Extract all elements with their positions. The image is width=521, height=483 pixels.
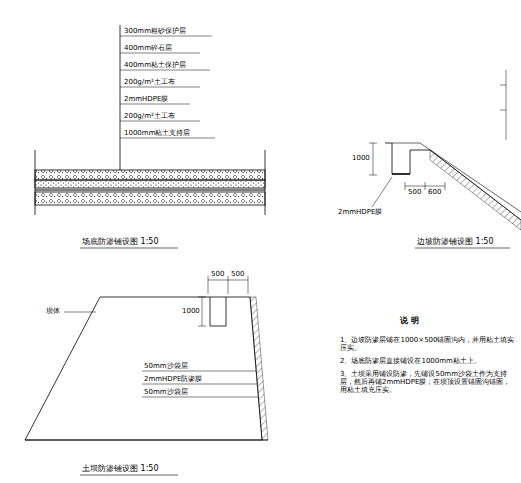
- layer-label: 200g/m²土工布: [124, 112, 175, 120]
- dimension: 1000: [352, 154, 370, 162]
- layer-label: 300mm粗砂保护层: [124, 27, 186, 35]
- notes-heading: 说 明: [400, 316, 419, 325]
- view-title: 边坡防渗铺设图 1:50: [417, 237, 494, 246]
- dimension: 500: [231, 270, 244, 278]
- layer-label: 50mm沙袋层: [144, 388, 188, 396]
- dimension: 1000: [182, 307, 200, 315]
- material-label: 2mmHDPE膜: [338, 208, 382, 216]
- layer-label: 2mmHDPE防渗膜: [144, 375, 202, 383]
- layer-label: 1000mm粘土支持层: [124, 129, 190, 137]
- layer-label: 400mm粘土保护层: [124, 61, 186, 69]
- layer-label: 400mm碎石层: [124, 44, 172, 52]
- layer-label: 2mmHDPE膜: [124, 95, 168, 103]
- dimension: 600: [428, 188, 441, 196]
- part-name: 坝体: [46, 307, 60, 315]
- note-text: 2、场底防渗层直接铺设在1000mm粘土上。: [340, 357, 515, 365]
- view-title: 土坝防渗铺设图 1:50: [82, 464, 159, 473]
- view-title: 场底防渗铺设图 1:50: [82, 237, 159, 246]
- note-text: 1、边坡防渗层铺在1000×500锚固沟内，并用粘土填实压实。: [340, 336, 515, 352]
- dimension: 500: [211, 270, 224, 278]
- dimension: 500: [408, 188, 421, 196]
- layer-label: 200g/m²土工布: [124, 78, 175, 86]
- note-text: 3、土坝采用铺设防渗，先铺设50mm沙袋土作为支持层，然后再铺2mmHDPE膜；…: [340, 370, 515, 394]
- layer-label: 50mm沙袋层: [144, 362, 188, 370]
